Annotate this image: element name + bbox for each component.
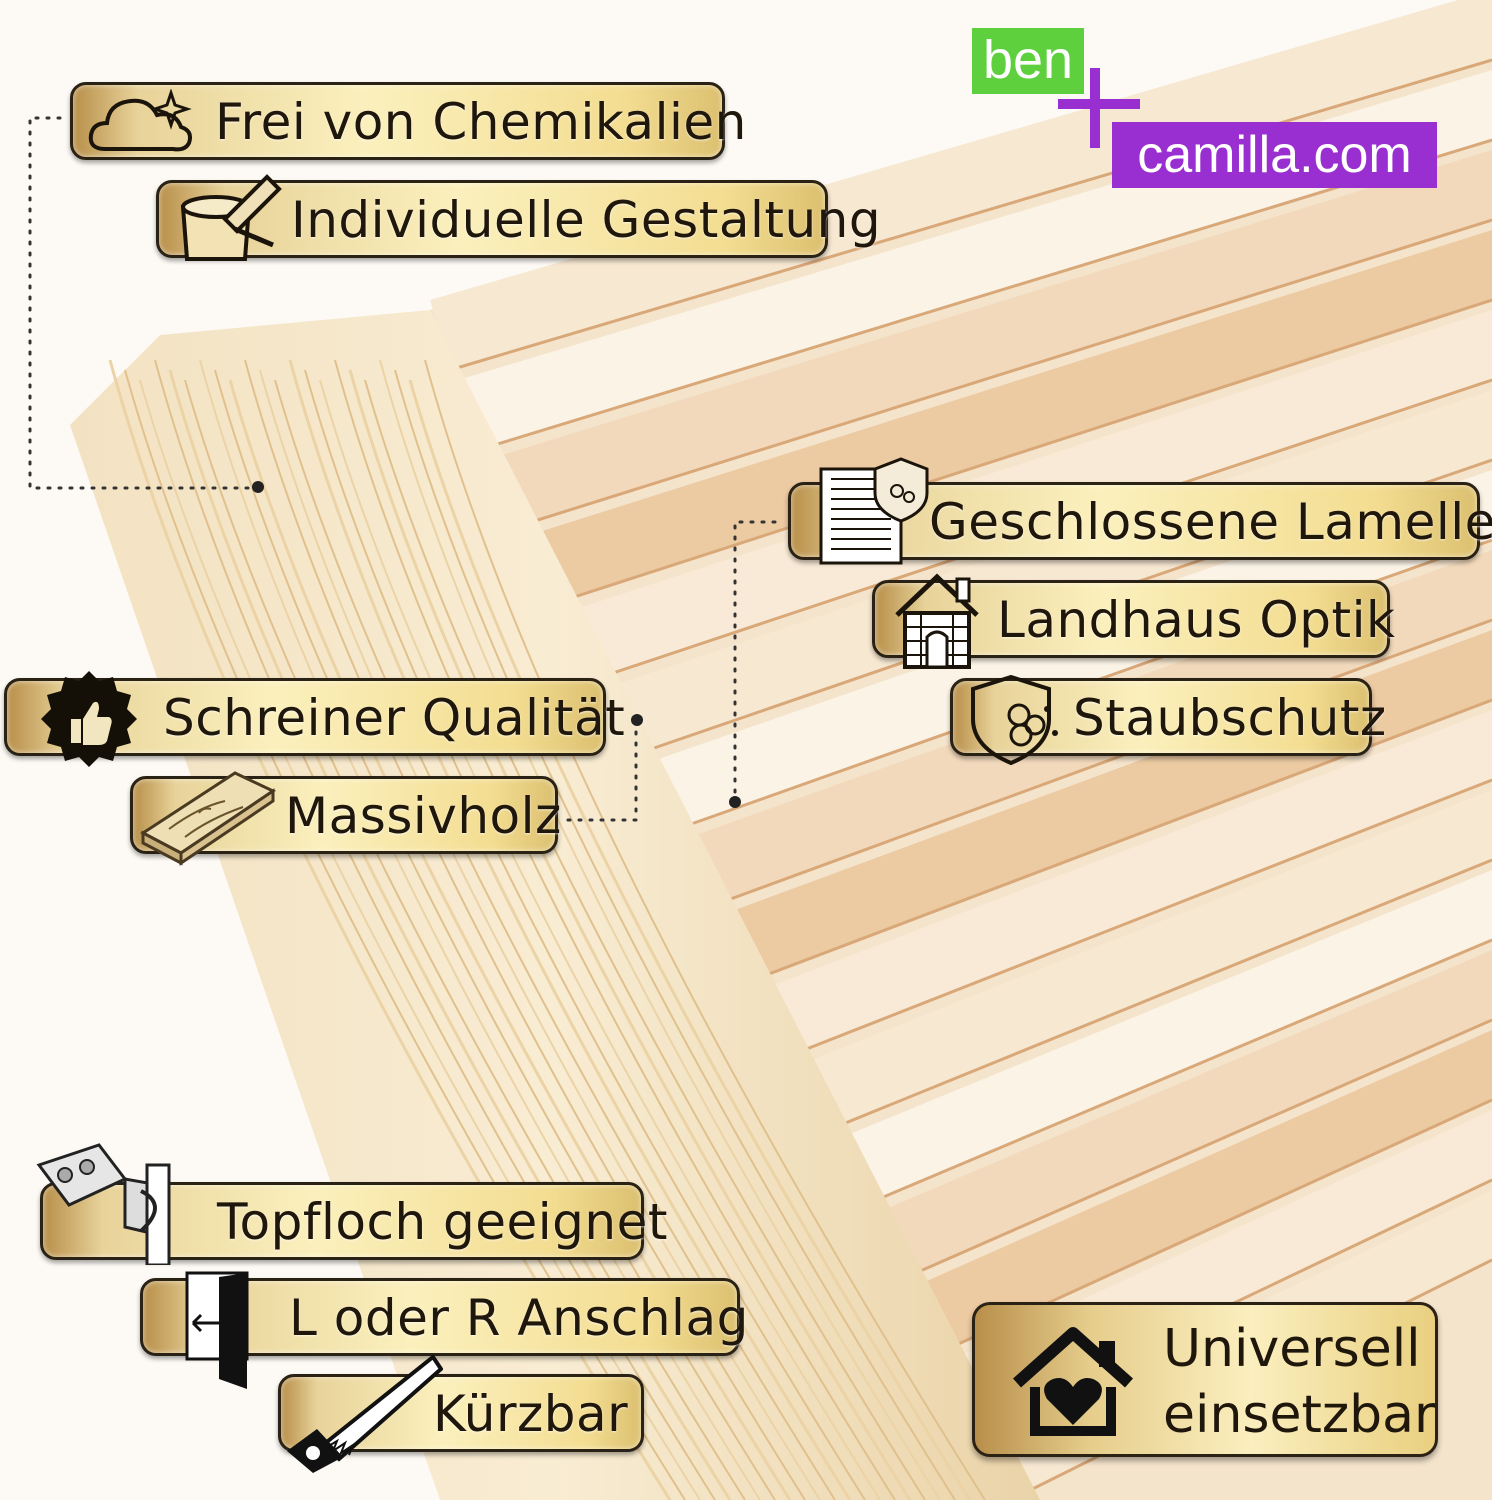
wood-slat: [430, 0, 1492, 370]
wood-slat: [794, 1030, 1492, 1410]
wood-grain-line: [424, 359, 986, 1500]
wood-grain-line: [408, 379, 972, 1500]
slat-edge: [533, 298, 1492, 612]
feature-badge-customizable: Individuelle Gestaltung: [156, 174, 881, 261]
wood-slat: [682, 710, 1492, 1090]
slat-edge: [477, 138, 1492, 452]
wood-grain-line: [348, 369, 912, 1500]
wood-slat: [598, 470, 1492, 850]
wood-slat: [738, 870, 1492, 1250]
wood-grain-line: [334, 359, 896, 1500]
feature-badge-solid-wood: Massivholz: [130, 771, 561, 866]
saw-icon: [283, 1354, 444, 1487]
feature-badge-chemical-free: Frei von Chemikalien: [70, 82, 746, 160]
thumbs-up-seal-icon: [37, 669, 141, 781]
brand-plus-bar: [1090, 68, 1100, 148]
wood-grain-line: [304, 369, 866, 1500]
wood-slat: [710, 790, 1492, 1170]
wood-plank-icon: [139, 767, 279, 879]
feature-label: Topfloch geeignet: [217, 1193, 668, 1251]
cloud-sparkle-icon: [87, 88, 197, 169]
feature-label: Frei von Chemikalien: [215, 93, 747, 151]
paint-bucket-brush-icon: [175, 173, 285, 275]
feature-label: L oder R Anschlag: [289, 1289, 749, 1347]
feature-badge-universal: Universell einsetzbar: [972, 1302, 1438, 1457]
wood-slat: [766, 950, 1492, 1330]
hinge-icon: [29, 1135, 189, 1277]
feature-label: Massivholz: [285, 787, 562, 845]
feature-badge-closed-slats: Geschlossene Lamellen: [788, 457, 1492, 565]
louver-shield-icon: [817, 457, 937, 579]
feature-label: Schreiner Qualität: [163, 689, 626, 747]
slat-edge: [729, 858, 1492, 1172]
house-heart-icon: [1011, 1327, 1137, 1441]
feature-label: Geschlossene Lamellen: [929, 493, 1492, 551]
brand-logo-ben: ben: [972, 28, 1084, 94]
universal-label-line1: Universell: [1163, 1319, 1421, 1379]
feature-label: Landhaus Optik: [997, 591, 1396, 649]
slat-edge: [505, 218, 1492, 532]
wood-grain-line: [394, 369, 956, 1500]
feature-badge-country-style: Landhaus Optik: [872, 573, 1395, 669]
wood-slat: [486, 150, 1492, 530]
feature-label: Kürzbar: [433, 1385, 629, 1443]
universal-label-line2: einsetzbar: [1163, 1385, 1436, 1445]
feature-label: Staubschutz: [1073, 689, 1387, 747]
slat-edge: [701, 778, 1492, 1092]
country-house-icon: [893, 571, 983, 683]
feature-badge-shortenable: Kürzbar: [278, 1354, 644, 1473]
feature-label: Individuelle Gestaltung: [291, 191, 882, 249]
wood-grain-line: [319, 379, 881, 1500]
wood-slat: [514, 230, 1492, 610]
slat-edge: [449, 58, 1492, 372]
wood-grain-line: [364, 379, 926, 1500]
brand-logo-camilla: camilla.com: [1112, 122, 1437, 188]
feature-badge-left-right-hinged: L oder R Anschlag: [140, 1271, 748, 1389]
dust-shield-icon: [967, 674, 1067, 779]
feature-badge-carpenter-quality: Schreiner Qualität: [4, 671, 625, 767]
wood-grain-line: [379, 359, 941, 1500]
feature-badge-dust-protection: Staubschutz: [950, 674, 1386, 766]
feature-badge-hinge-hole: Topfloch geeignet: [36, 1143, 667, 1267]
door-swap-icon: [183, 1271, 257, 1403]
slat-edge: [645, 618, 1492, 932]
